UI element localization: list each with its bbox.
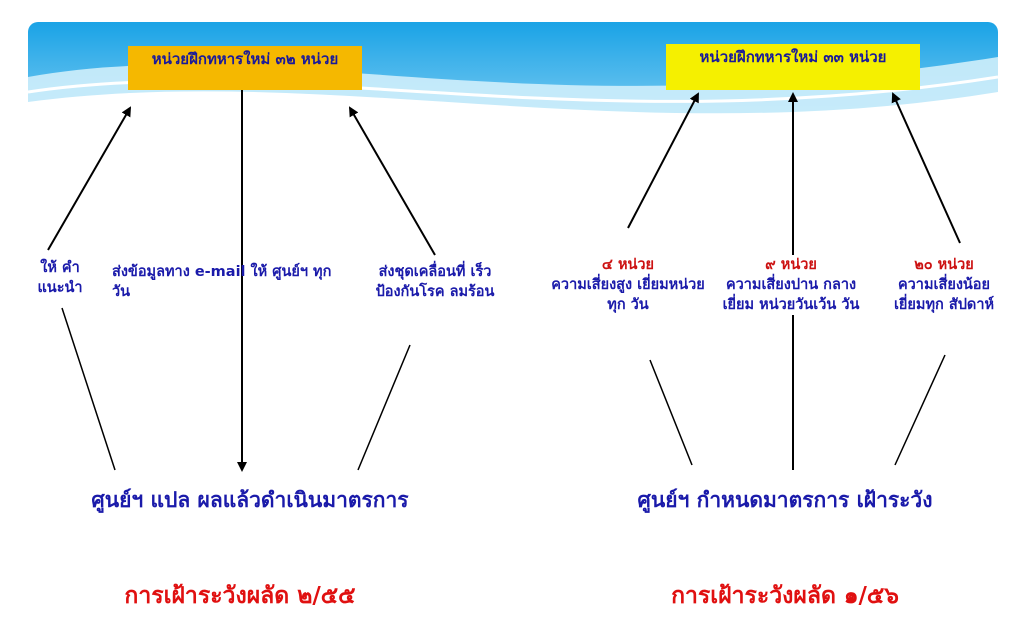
center-left: ศูนย์ฯ แปล ผลแล้วดำเนินมาตรการ <box>91 488 409 512</box>
title-right: การเฝ้าระวังผลัด ๑/๕๖ <box>671 583 899 609</box>
line-left-lower-1 <box>61 307 116 471</box>
line-left-lower-2 <box>357 344 411 471</box>
group-high-risk-text: ความเสี่ยงสูง เยี่ยมหน่วยทุก วัน <box>551 277 705 313</box>
group-high-risk: ๔ หน่วย ความเสี่ยงสูง เยี่ยมหน่วยทุก วัน <box>548 255 708 315</box>
line-right-lower-1 <box>649 359 693 466</box>
label-email-report: ส่งข้อมูลทาง e-mail ให้ ศูนย์ฯ ทุกวัน <box>112 264 332 300</box>
group-high-risk-count: ๔ หน่วย <box>601 257 655 273</box>
label-advice: ให้ คำแนะนำ <box>37 260 83 296</box>
group-low-risk-text: ความเสี่ยงน้อย เยี่ยมทุก สัปดาห์ <box>893 277 995 313</box>
center-right: ศูนย์ฯ กำหนดมาตรการ เฝ้าระวัง <box>637 488 933 512</box>
label-mobile-team: ส่งชุดเคลื่อนที่ เร็วป้องกันโรค ลมร้อน <box>375 264 495 300</box>
units-box-right: หน่วยฝึกทหารใหม่ ๓๓ หน่วย <box>666 44 920 90</box>
group-low-risk: ๒๐ หน่วย ความเสี่ยงน้อย เยี่ยมทุก สัปดาห… <box>880 255 1008 315</box>
group-medium-risk: ๙ หน่วย ความเสี่ยงปาน กลางเยี่ยม หน่วยวั… <box>712 255 870 315</box>
group-low-risk-count: ๒๐ หน่วย <box>914 257 974 273</box>
arrow-mobile-team <box>348 106 436 256</box>
arrow-high-risk <box>627 92 699 229</box>
group-medium-risk-count: ๙ หน่วย <box>765 257 817 273</box>
arrow-advice <box>47 106 132 251</box>
line-right-lower-2 <box>894 354 946 466</box>
group-medium-risk-text: ความเสี่ยงปาน กลางเยี่ยม หน่วยวันเว้น วั… <box>722 277 860 313</box>
title-left: การเฝ้าระวังผลัด ๒/๕๕ <box>124 583 356 609</box>
arrow-low-risk <box>891 92 961 244</box>
units-box-left: หน่วยฝึกทหารใหม่ ๓๒ หน่วย <box>128 46 362 90</box>
